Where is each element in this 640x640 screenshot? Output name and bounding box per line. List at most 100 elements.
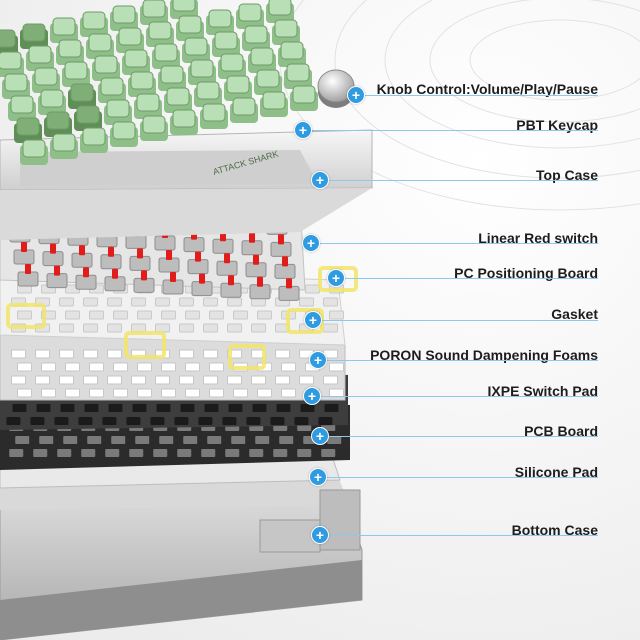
plate-hole bbox=[299, 297, 315, 307]
keycap bbox=[98, 77, 126, 103]
callout-marker-pc-board-plus-icon[interactable]: + bbox=[327, 269, 345, 287]
plate-hole bbox=[201, 449, 216, 457]
plate-hole bbox=[246, 417, 261, 425]
plate-hole bbox=[300, 404, 315, 412]
plate-hole bbox=[227, 297, 243, 307]
keycap bbox=[62, 61, 90, 87]
plate-hole bbox=[198, 417, 213, 425]
plate-hole bbox=[324, 404, 339, 412]
plate-hole bbox=[209, 362, 225, 372]
keycap bbox=[212, 31, 240, 57]
plate-hole bbox=[249, 449, 264, 457]
red-switch bbox=[241, 232, 263, 256]
plate-hole bbox=[203, 375, 219, 385]
keycap bbox=[140, 0, 168, 25]
plate-hole bbox=[159, 436, 174, 444]
red-switch bbox=[75, 267, 97, 290]
keycap bbox=[158, 65, 186, 91]
plate-hole bbox=[281, 388, 297, 398]
plate-hole bbox=[30, 417, 45, 425]
plate-hole bbox=[275, 349, 291, 359]
plate-hole bbox=[231, 436, 246, 444]
plate-hole bbox=[107, 375, 123, 385]
callout-marker-bottom-case-plus-icon[interactable]: + bbox=[311, 526, 329, 544]
plate-hole bbox=[227, 375, 243, 385]
keycap bbox=[116, 27, 144, 53]
keycap bbox=[140, 115, 168, 141]
keycap bbox=[242, 25, 270, 51]
red-switch bbox=[42, 243, 64, 267]
plate-hole bbox=[255, 436, 270, 444]
plate-hole bbox=[33, 449, 48, 457]
red-switch bbox=[274, 256, 296, 279]
plate-hole bbox=[59, 375, 75, 385]
plate-hole bbox=[185, 388, 201, 398]
pbt-keycap-layer: ATTACK SHARK bbox=[0, 0, 318, 177]
plate-hole bbox=[161, 362, 177, 372]
plate-hole bbox=[161, 310, 177, 320]
callout-marker-poron-plus-icon[interactable]: + bbox=[309, 351, 327, 369]
red-switch bbox=[46, 265, 68, 289]
plate-hole bbox=[59, 297, 75, 307]
keycap bbox=[20, 23, 48, 49]
keycap bbox=[266, 0, 294, 23]
plate-hole bbox=[35, 375, 51, 385]
callout-marker-ixpe-plus-icon[interactable]: + bbox=[303, 387, 321, 405]
keycap bbox=[170, 0, 198, 19]
callout-label-pc-board: PC Positioning Board bbox=[454, 265, 598, 281]
plate-hole bbox=[65, 388, 81, 398]
plate-hole bbox=[225, 449, 240, 457]
plate-hole bbox=[65, 310, 81, 320]
callout-line-knob bbox=[356, 95, 598, 96]
callout-marker-switch-plus-icon[interactable]: + bbox=[302, 234, 320, 252]
plate-hole bbox=[275, 375, 291, 385]
plate-hole bbox=[321, 449, 336, 457]
keycap bbox=[176, 15, 204, 41]
callout-label-switch: Linear Red switch bbox=[478, 230, 598, 246]
keycap bbox=[224, 75, 252, 101]
red-switch bbox=[158, 250, 180, 273]
keycap bbox=[170, 109, 198, 135]
red-switch bbox=[278, 278, 300, 301]
callout-label-poron: PORON Sound Dampening Foams bbox=[370, 347, 598, 363]
plate-hole bbox=[41, 362, 57, 372]
callout-label-ixpe: IXPE Switch Pad bbox=[487, 383, 598, 399]
plate-hole bbox=[179, 375, 195, 385]
callout-line-top-case bbox=[320, 180, 598, 181]
red-switch bbox=[245, 254, 267, 278]
keycap bbox=[284, 63, 312, 89]
keycap bbox=[254, 69, 282, 95]
callout-label-pcb: PCB Board bbox=[524, 423, 598, 439]
plate-hole bbox=[15, 436, 30, 444]
plate-hole bbox=[318, 417, 333, 425]
plate-hole bbox=[156, 404, 171, 412]
plate-hole bbox=[132, 404, 147, 412]
plate-hole bbox=[207, 436, 222, 444]
callout-marker-top-case-plus-icon[interactable]: + bbox=[311, 171, 329, 189]
plate-hole bbox=[107, 297, 123, 307]
keycap bbox=[110, 121, 138, 147]
red-switch bbox=[191, 273, 213, 297]
plate-hole bbox=[84, 404, 99, 412]
callout-line-bottom-case bbox=[320, 535, 598, 536]
callout-marker-keycap-plus-icon[interactable]: + bbox=[294, 121, 312, 139]
plate-hole bbox=[113, 310, 129, 320]
plate-hole bbox=[203, 323, 219, 333]
keycap bbox=[248, 47, 276, 73]
plate-hole bbox=[137, 310, 153, 320]
callout-marker-gasket-plus-icon[interactable]: + bbox=[304, 311, 322, 329]
plate-hole bbox=[89, 310, 105, 320]
callout-marker-pcb-plus-icon[interactable]: + bbox=[311, 427, 329, 445]
plate-hole bbox=[329, 362, 345, 372]
plate-hole bbox=[54, 417, 69, 425]
callout-marker-silicone-plus-icon[interactable]: + bbox=[309, 468, 327, 486]
plate-hole bbox=[17, 310, 33, 320]
plate-hole bbox=[177, 449, 192, 457]
plate-hole bbox=[209, 388, 225, 398]
red-switch bbox=[249, 276, 271, 300]
plate-hole bbox=[105, 449, 120, 457]
keycap bbox=[236, 3, 264, 29]
red-switch bbox=[129, 248, 151, 271]
callout-marker-knob-plus-icon[interactable]: + bbox=[347, 86, 365, 104]
